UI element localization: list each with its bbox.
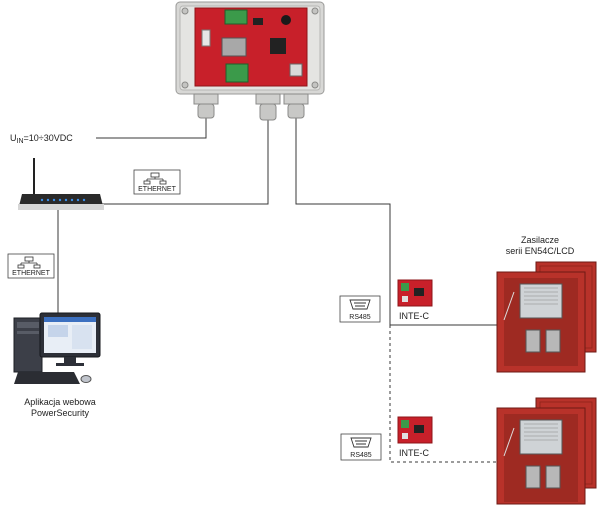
cable-gland-ethernet xyxy=(255,93,281,121)
rs485-badge-1: RS485 xyxy=(339,295,381,323)
inte-c-converter-2 xyxy=(397,416,433,444)
app-caption-line2: PowerSecurity xyxy=(31,408,90,418)
ethernet-port-icon xyxy=(17,256,41,269)
ethernet-badge-1: ETHERNET xyxy=(133,169,181,195)
rs485-port-icon xyxy=(350,437,372,448)
psu-module-1 xyxy=(519,283,563,319)
app-caption-line1: Aplikacja webowa xyxy=(24,397,96,407)
power-wire xyxy=(96,118,207,139)
rs485-badge-2: RS485 xyxy=(340,433,382,461)
rs485-port-icon xyxy=(349,299,371,310)
cable-gland-rs485 xyxy=(283,93,309,119)
ethernet-port-icon xyxy=(143,172,167,185)
router-leds xyxy=(40,198,86,202)
inte-c-label-1: INTE-C xyxy=(399,311,429,321)
psu-group-line1: Zasilacze xyxy=(521,235,559,245)
router xyxy=(18,158,104,210)
gateway-module xyxy=(175,1,325,121)
rs485-label-2: RS485 xyxy=(350,452,372,459)
wiring xyxy=(57,118,500,463)
psu-group-line2: serii EN54C/LCD xyxy=(506,246,575,256)
ethernet-wire-module-router xyxy=(102,120,269,205)
ethernet-badge-2: ETHERNET xyxy=(7,253,55,279)
ethernet-label-2: ETHERNET xyxy=(12,270,50,277)
inte-c-converter-1 xyxy=(397,279,433,307)
desktop-computer xyxy=(13,312,101,384)
rs485-bus-wire xyxy=(295,118,391,325)
ethernet-label-1: ETHERNET xyxy=(138,186,176,193)
rs485-label-1: RS485 xyxy=(349,314,371,321)
cable-gland-power xyxy=(193,93,219,119)
inte-c-label-2: INTE-C xyxy=(399,448,429,458)
psu-module-2 xyxy=(519,419,563,455)
en54-power-supply-cabinet-2 xyxy=(496,397,597,505)
en54-power-supply-cabinet-1 xyxy=(496,261,597,373)
power-supply-label: UIN=10÷30VDC xyxy=(10,133,73,145)
